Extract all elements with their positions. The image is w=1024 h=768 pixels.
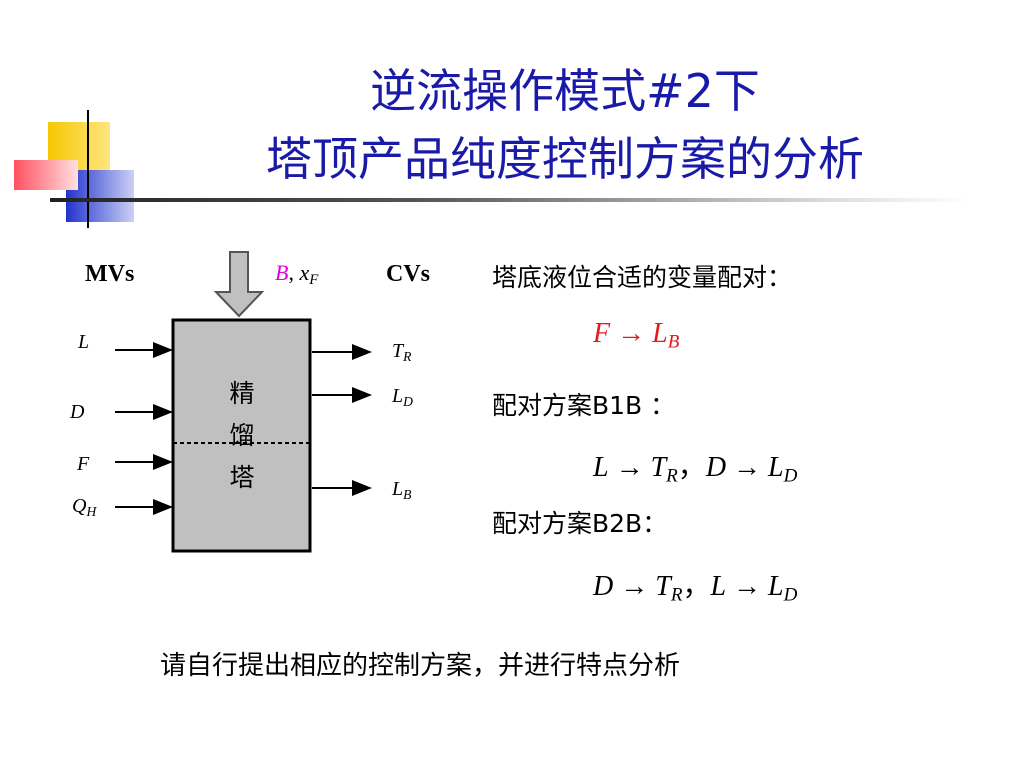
corner-decoration [0, 100, 200, 230]
column-name: 精 馏 塔 [222, 373, 262, 499]
input-label-qh: QH [72, 495, 97, 519]
title-underline [50, 198, 970, 202]
input-label-f: F [77, 453, 90, 475]
scheme-b1b-label: 配对方案B1B ： [492, 391, 676, 420]
footer-prompt: 请自行提出相应的控制方案，并进行特点分析 [160, 651, 681, 681]
input-label-l: L [78, 331, 90, 353]
column-char-2: 馏 [229, 421, 255, 450]
output-label-lb: LB [392, 478, 412, 502]
output-label-tr: TR [392, 340, 412, 364]
basic-pairing: F → LB [593, 318, 680, 353]
pairing-heading: 塔底液位合适的变量配对： [492, 263, 793, 292]
mvs-label: MVs [85, 261, 135, 287]
output-label-ld: LD [392, 385, 413, 409]
feed-label: B, xF [275, 260, 319, 289]
input-label-d: D [70, 401, 85, 423]
page-title-line2: 塔顶产品纯度控制方案的分析 [266, 132, 864, 186]
feed-arrow [213, 251, 265, 318]
page-title-line1: 逆流操作模式#2下 [370, 64, 760, 118]
column-box [171, 318, 312, 553]
column-char-3: 塔 [229, 463, 255, 492]
scheme-b1b-pairs: L → TR，D → LD [593, 452, 798, 487]
scheme-b2b-label: 配对方案B2B： [492, 509, 668, 538]
column-diagram [115, 251, 372, 553]
cvs-label: CVs [386, 261, 431, 287]
scheme-b2b-pairs: D → TR，L → LD [593, 571, 798, 606]
column-char-1: 精 [229, 379, 255, 408]
